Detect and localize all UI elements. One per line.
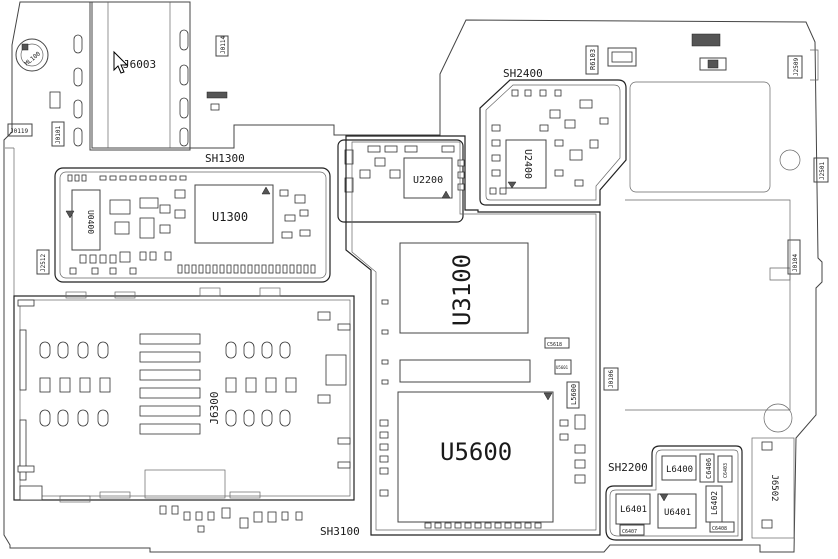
sh2200-shield: SH2200 L6400 C6406 C6403 L6401 U6401 L64… [605, 445, 743, 541]
c6407-label: C6407 [622, 529, 637, 535]
sh2400-shield: SH2400 U2400 [479, 67, 627, 206]
sh3100-label: SH3100 [320, 525, 360, 538]
sh2400-label: SH2400 [503, 67, 543, 80]
j6300-connector: J6300 [13, 287, 355, 503]
r6103-label: R6103 [589, 49, 597, 70]
j6003-label: J6003 [123, 58, 156, 71]
j6003-connector: J6003 [73, 1, 191, 151]
component-box [699, 57, 727, 71]
j2509-box [787, 55, 803, 79]
j2512-box [36, 249, 50, 275]
component-pad [49, 91, 61, 109]
passive-array [159, 505, 303, 533]
component-box [607, 47, 637, 67]
l6400-label: L6400 [666, 465, 693, 475]
ml100-label: ML100 [24, 50, 43, 67]
j0114-box [215, 35, 229, 57]
j2501-label: J2501 [819, 162, 826, 180]
c5618-box [544, 337, 570, 349]
j0106-box [603, 367, 619, 391]
j0114-label: J0114 [220, 36, 227, 54]
board-region-outline [629, 81, 771, 193]
board-inner-outline [5, 147, 15, 300]
r6103-box [585, 45, 599, 75]
u5601-box [554, 359, 572, 375]
u2200-component: U2200 [337, 139, 465, 223]
component-pad [691, 33, 721, 47]
j0101-box [51, 121, 65, 147]
c6408-label: C6408 [712, 526, 727, 532]
edge-notch-top [810, 49, 819, 81]
u2400-label: U2400 [522, 149, 533, 179]
j0106-label: J0106 [608, 370, 615, 388]
c5618-label: C5618 [547, 342, 562, 348]
j6300-label: J6300 [208, 391, 221, 424]
c6406-label: C6406 [705, 458, 713, 479]
arrow-cursor-icon [113, 50, 129, 74]
passive-array [379, 299, 586, 529]
sh3100-shield: SH3100 U3100 U5600 C5618 U5601 L5600 [320, 135, 601, 538]
sh2200-label: SH2200 [608, 461, 648, 474]
j0104-label: J0104 [792, 254, 799, 272]
u1300-label: U1300 [212, 210, 248, 224]
component-pad [19, 485, 43, 501]
sh1300-label: SH1300 [205, 152, 245, 165]
j2501-box [813, 157, 829, 183]
l5600-label: L5600 [570, 384, 578, 405]
mounting-hole [779, 149, 801, 171]
mounting-hole [763, 403, 793, 433]
j0119-box [7, 123, 33, 137]
component-pad [611, 51, 633, 63]
u3100-label: U3100 [448, 254, 476, 326]
j0101-label: J0101 [55, 126, 62, 144]
passive-array [67, 174, 316, 275]
component-pad [206, 91, 228, 99]
contact-pads [17, 299, 351, 481]
j6502-label: J6502 [769, 474, 779, 501]
u5600-label: U5600 [440, 438, 512, 466]
board-region-outline [625, 199, 791, 411]
component-pad [210, 103, 220, 111]
u6401-label: U6401 [664, 508, 691, 518]
j0104-box [787, 239, 801, 275]
l6402-label: L6402 [710, 491, 719, 515]
ml100-component: ML100 [15, 38, 49, 72]
j2509-label: J2509 [793, 58, 800, 76]
c6403-label: C6403 [723, 463, 729, 478]
u0400-label: U0400 [86, 210, 95, 234]
u5601-label: U5601 [556, 365, 569, 370]
j2512-label: J2512 [40, 254, 47, 272]
l6401-label: L6401 [620, 505, 647, 515]
edge-notch-right [769, 267, 791, 281]
board-outline [3, 1, 823, 553]
j0119-label: J0119 [10, 128, 28, 135]
sh1300-shield: SH1300 U1300 U0400 [54, 152, 331, 283]
u2200-label: U2200 [413, 175, 443, 186]
component-pad [707, 59, 719, 69]
j6502-connector: J6502 [751, 437, 795, 539]
